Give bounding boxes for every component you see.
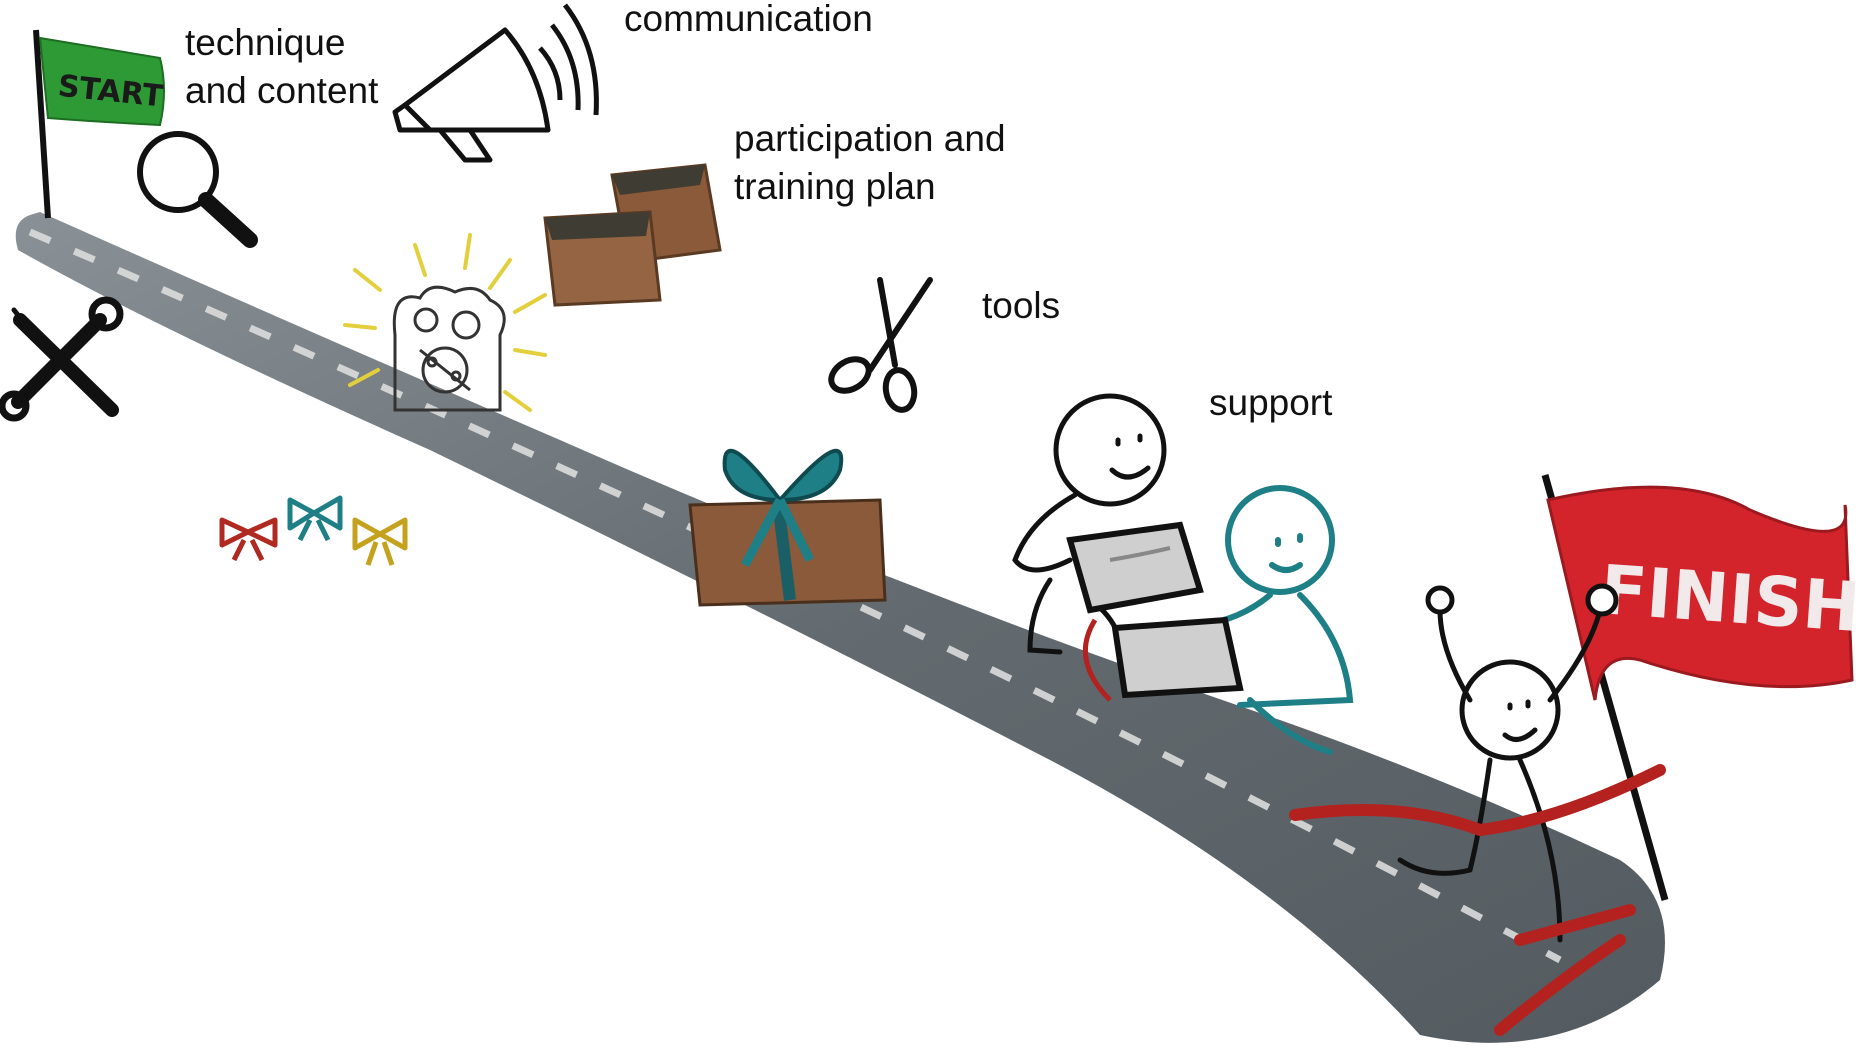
label-technique-and-content: technique and content [185, 22, 379, 111]
label-support: support [1209, 382, 1333, 423]
boxes-icon [543, 163, 722, 307]
label-communication: communication [624, 0, 873, 39]
laptop-icon [1066, 521, 1204, 614]
road [15, 212, 1666, 1043]
person-icon [1397, 583, 1619, 943]
road-center-dashes [28, 228, 1562, 964]
gears-brain-icon [343, 233, 547, 412]
wrench-screwdriver-icon [0, 296, 124, 422]
gift-icon [688, 448, 887, 607]
finish-flag-label: FINISH [1598, 551, 1863, 648]
scissors-icon [828, 277, 933, 413]
label-tools: tools [982, 285, 1061, 326]
laptop-icon [1082, 616, 1244, 702]
bows-icon [219, 495, 408, 566]
magnifier-icon [137, 131, 258, 248]
start-flag-icon: START [33, 29, 165, 219]
megaphone-icon [392, 3, 599, 163]
finish-flag-icon: FINISH [1541, 474, 1863, 901]
label-participation-and-training-plan: participation and training plan [734, 118, 1006, 207]
finish-tape-icon [1289, 764, 1666, 1036]
